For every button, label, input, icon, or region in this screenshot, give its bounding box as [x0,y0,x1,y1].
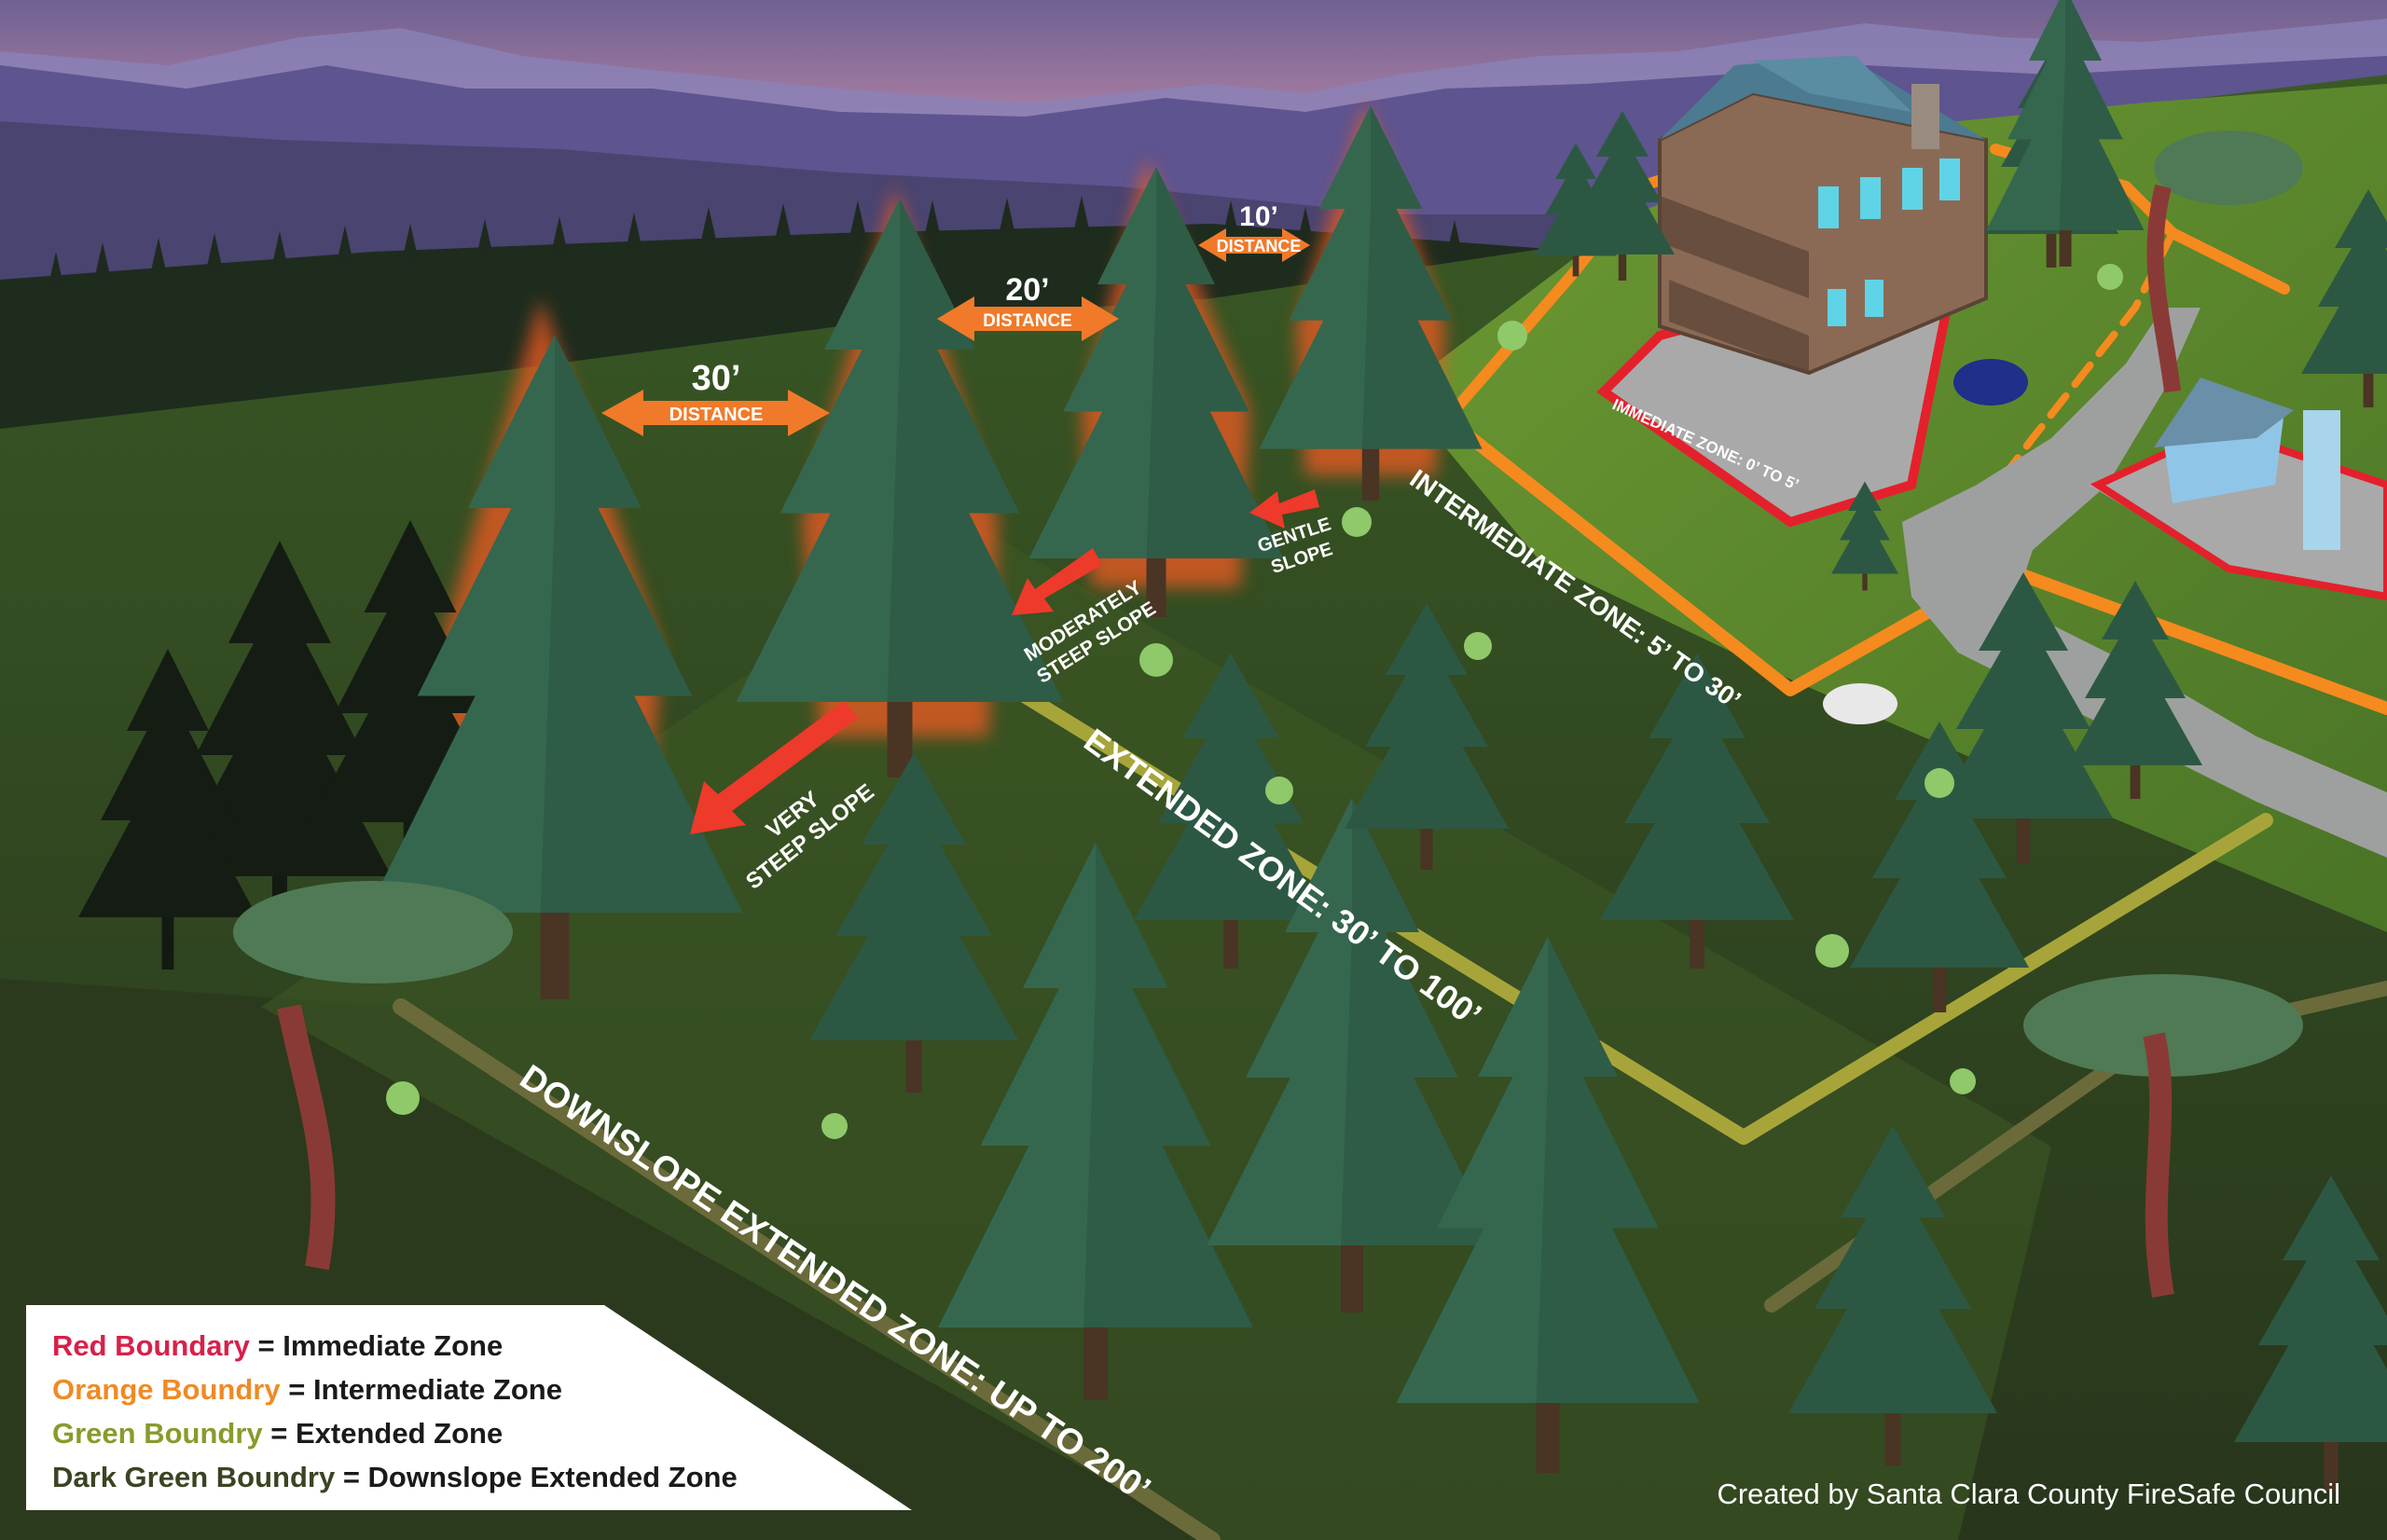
legend-row-extended: Green Boundry = Extended Zone [52,1411,738,1455]
small-building [2089,378,2387,601]
distance-30-label: DISTANCE [669,405,764,425]
distance-arrow-30: 30’ DISTANCE [601,359,830,436]
legend-sep: = [262,1417,296,1450]
distance-30-value: 30’ [692,359,741,398]
legend-panel [26,1305,912,1510]
legend-sep: = [335,1461,368,1493]
intermediate-boundary [1429,404,2387,715]
credit-text: Created by Santa Clara County FireSafe C… [1717,1478,2340,1510]
distance-arrow-10: 10’ DISTANCE [1198,201,1310,262]
main-house [1596,56,2028,528]
legend-sep: = [280,1373,313,1406]
shrubs [386,264,2123,1139]
legend-term: Green Boundry [52,1417,263,1450]
legend-row-immediate: Red Boundary = Immediate Zone [52,1324,738,1368]
distance-10-value: 10’ [1239,201,1278,232]
distance-20-value: 20’ [1005,272,1049,308]
legend-desc: Intermediate Zone [312,1373,562,1406]
legend-term: Dark Green Boundry [52,1461,336,1493]
distance-arrow-20: 20’ DISTANCE [937,272,1119,341]
propane-tank [1823,683,1897,724]
legend-sep: = [249,1329,283,1362]
distance-10-label: DISTANCE [1217,237,1302,255]
downslope-boundary [393,998,1221,1540]
legend-row-downslope: Dark Green Boundry = Downslope Extended … [52,1455,738,1499]
legend-desc: Extended Zone [296,1417,504,1450]
legend-term: Orange Boundry [52,1373,281,1406]
distance-20-label: DISTANCE [983,311,1072,331]
legend-desc: Downslope Extended Zone [367,1461,738,1493]
legend-row-intermediate: Orange Boundry = Intermediate Zone [52,1368,738,1411]
legend-desc: Immediate Zone [283,1329,504,1362]
legend-term: Red Boundary [52,1329,250,1362]
oak-trees [233,131,2303,1299]
legend: Red Boundary = Immediate Zone Orange Bou… [26,1305,912,1510]
